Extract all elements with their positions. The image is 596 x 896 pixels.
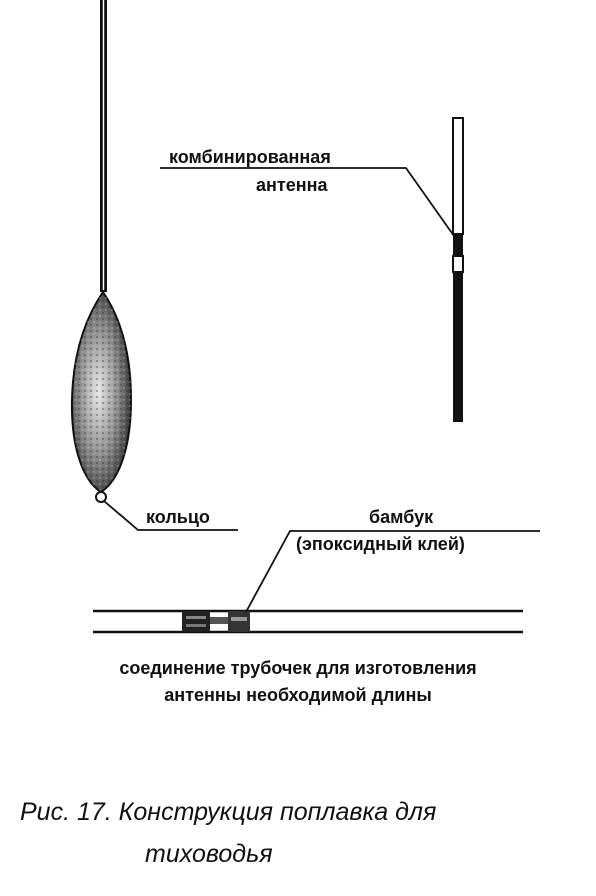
float-ring bbox=[95, 491, 107, 503]
label-ring: кольцо bbox=[146, 507, 210, 527]
tube-joint-bamboo bbox=[228, 611, 250, 632]
label-antenna-line2: антенна bbox=[256, 175, 328, 195]
ring-leader-line bbox=[103, 500, 238, 531]
combined-antenna-dark-section bbox=[453, 272, 463, 422]
bamboo-leader-line bbox=[245, 530, 540, 613]
figure-title-line2: тиховодья bbox=[145, 840, 273, 868]
tube-joint-left bbox=[182, 611, 210, 632]
label-bamboo-line2: (эпоксидный клей) bbox=[296, 534, 465, 554]
combined-antenna-dark-band bbox=[453, 234, 463, 256]
caption-line1: соединение трубочек для изготовления bbox=[119, 658, 477, 678]
combined-antenna-white-band bbox=[452, 255, 464, 273]
label-antenna-line1: комбинированная bbox=[169, 147, 331, 167]
antenna-leader-line bbox=[160, 167, 455, 237]
figure-title-line1: Рис. 17. Конструкция поплавка для bbox=[20, 798, 437, 826]
caption-line2: антенны необходимой длины bbox=[164, 685, 432, 705]
label-bamboo-line1: бамбук bbox=[369, 507, 434, 527]
combined-antenna-white bbox=[452, 117, 464, 235]
